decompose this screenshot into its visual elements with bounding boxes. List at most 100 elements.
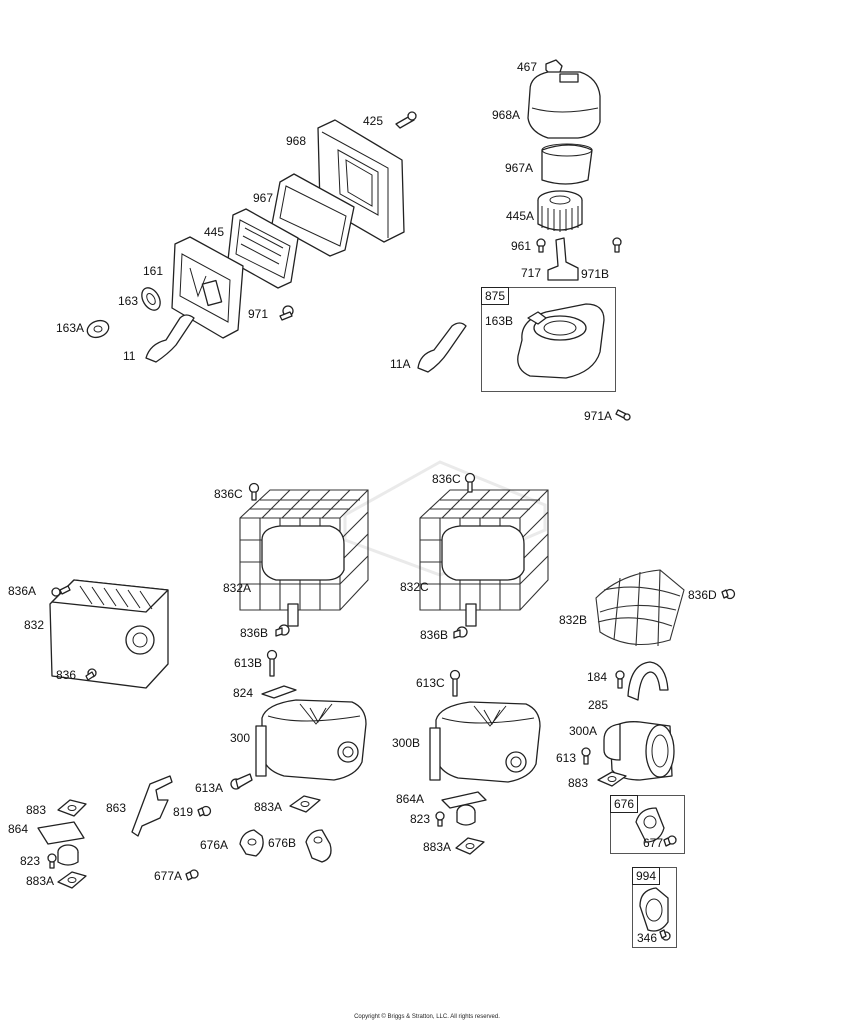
screw-836B-left [275, 624, 290, 637]
label-836C-right: 836C [432, 472, 461, 486]
label-961: 961 [511, 239, 532, 253]
label-11: 11 [123, 349, 136, 363]
label-971B: 971B [581, 267, 610, 281]
deflector-676B [305, 829, 332, 863]
guard-832A [239, 489, 369, 627]
kit-875-tag: 875 [481, 287, 510, 305]
label-864A: 864A [396, 792, 425, 806]
label-863: 863 [106, 801, 127, 815]
muffler-300A [603, 721, 675, 781]
flange-864A [441, 791, 487, 826]
label-824: 824 [233, 686, 254, 700]
screw-971 [279, 305, 294, 321]
breather-tube-11 [145, 314, 195, 363]
label-346: 346 [637, 931, 658, 945]
label-676B: 676B [268, 836, 297, 850]
label-163A: 163A [56, 321, 85, 335]
screw-613C [449, 669, 461, 697]
label-425: 425 [363, 114, 384, 128]
label-613C: 613C [416, 676, 445, 690]
label-836D: 836D [688, 588, 717, 602]
kit-676-tag: 676 [610, 795, 639, 813]
screw-425 [395, 111, 417, 129]
guard-832C [419, 489, 549, 627]
bracket-717 [547, 237, 579, 281]
gasket-163A [86, 319, 110, 339]
muffler-300 [255, 699, 367, 781]
pre-cleaner-967A [541, 143, 593, 185]
kit-875-box [481, 287, 616, 392]
screw-836C-right [464, 472, 476, 493]
label-613: 613 [556, 751, 577, 765]
gasket-883-left [57, 799, 87, 817]
label-823-left: 823 [20, 854, 41, 868]
screw-819 [197, 805, 212, 817]
label-163: 163 [118, 294, 139, 308]
label-677A: 677A [154, 869, 183, 883]
deflector-676A [239, 829, 264, 857]
muffler-300B [429, 701, 541, 783]
label-967A: 967A [505, 161, 534, 175]
bracket-863 [131, 775, 173, 837]
breather-tube-11A [417, 322, 467, 373]
label-883A-center: 883A [254, 800, 283, 814]
screw-677A [185, 869, 199, 881]
filter-445 [227, 208, 299, 289]
label-823-center: 823 [410, 812, 431, 826]
spark-arrester-676 [635, 807, 665, 843]
kit-676-box [610, 795, 685, 854]
base-875 [517, 303, 605, 379]
screw-836A [51, 585, 71, 597]
label-676A: 676A [200, 838, 229, 852]
screw-613A [230, 773, 253, 790]
screw-823-left [47, 853, 57, 869]
label-883A-left: 883A [26, 874, 55, 888]
base-161 [171, 236, 244, 339]
label-300A: 300A [569, 724, 598, 738]
label-864: 864 [8, 822, 29, 836]
label-967: 967 [253, 191, 274, 205]
gasket-883A-left [57, 871, 87, 889]
screw-971B [612, 237, 622, 253]
gasket-163 [141, 287, 161, 311]
label-883-right: 883 [568, 776, 589, 790]
guard-832B [595, 569, 685, 647]
label-883A-right: 883A [423, 840, 452, 854]
screw-836B-right [453, 626, 468, 639]
screw-836D [721, 588, 736, 600]
muffler-832 [49, 579, 169, 689]
watermark-logo [343, 460, 547, 577]
label-467: 467 [517, 60, 538, 74]
clamp-285 [627, 661, 669, 701]
label-300: 300 [230, 731, 251, 745]
label-613B: 613B [234, 656, 263, 670]
label-832A: 832A [223, 581, 252, 595]
gasket-883-right [597, 771, 627, 787]
label-971: 971 [248, 307, 269, 321]
clamp-184 [615, 670, 625, 689]
gasket-883A-center [289, 795, 321, 813]
label-285: 285 [588, 698, 609, 712]
copyright-notice: Copyright © Briggs & Stratton, LLC. All … [354, 1014, 500, 1020]
filter-445A [537, 190, 583, 232]
label-968A: 968A [492, 108, 521, 122]
kit-994-tag: 994 [632, 867, 661, 885]
cover-968A [527, 71, 601, 139]
label-836B-right: 836B [420, 628, 449, 642]
label-717: 717 [521, 266, 542, 280]
label-300B: 300B [392, 736, 421, 750]
label-971A: 971A [584, 409, 613, 423]
label-819: 819 [173, 805, 194, 819]
screw-613 [581, 747, 591, 765]
gasket-824 [261, 685, 297, 699]
label-613A: 613A [195, 781, 224, 795]
label-836B-left: 836B [240, 626, 269, 640]
label-836: 836 [56, 668, 77, 682]
label-832B: 832B [559, 613, 588, 627]
label-445: 445 [204, 225, 225, 239]
screw-613B [266, 649, 278, 677]
screw-836C-left [248, 482, 260, 501]
label-163B: 163B [485, 314, 514, 328]
label-11A: 11A [390, 357, 411, 371]
label-836A: 836A [8, 584, 37, 598]
